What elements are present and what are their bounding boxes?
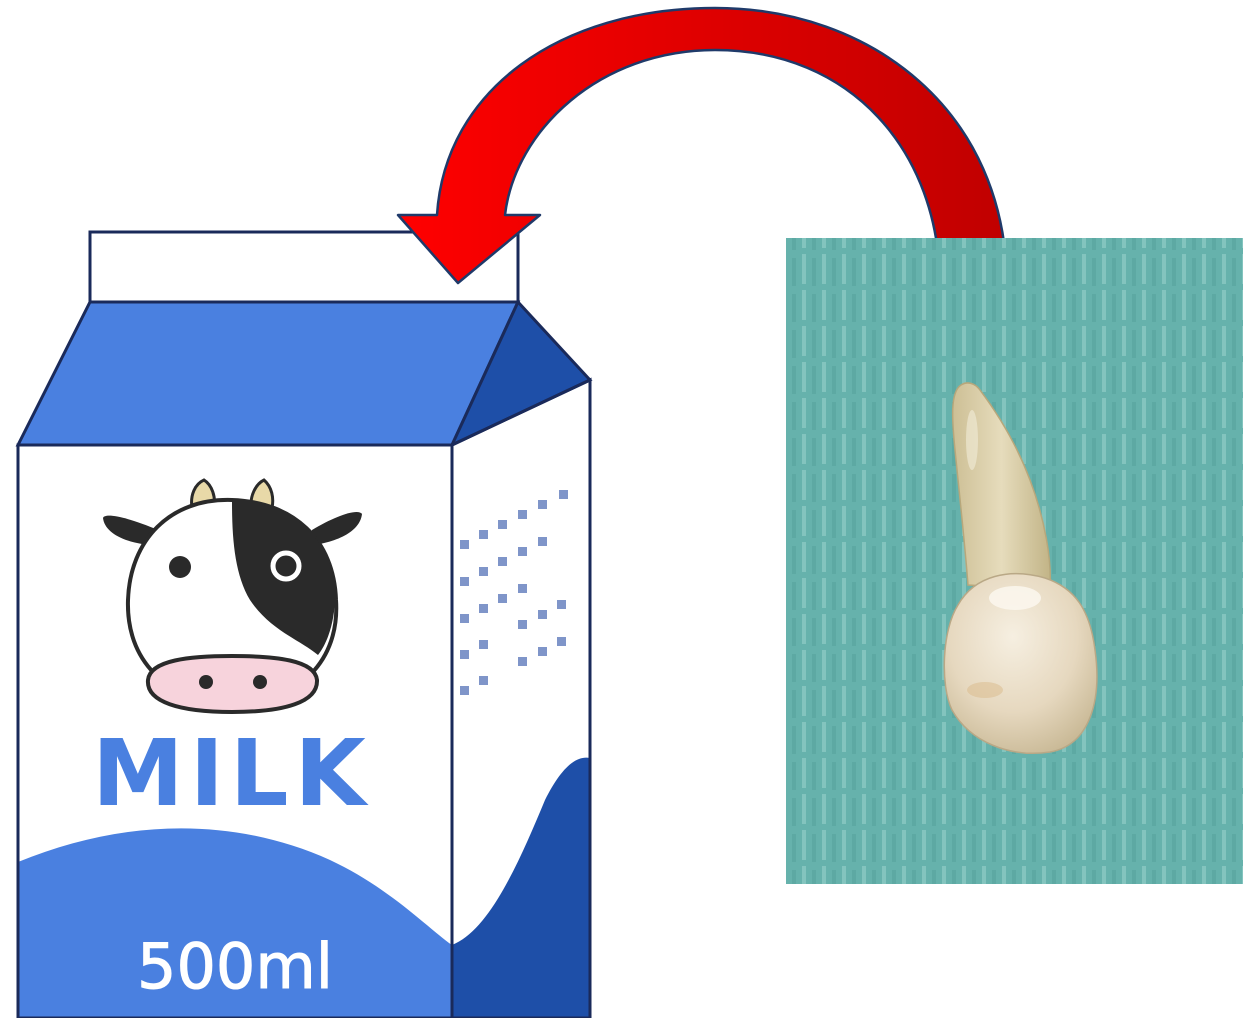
carton-brand-text: MILK: [92, 720, 372, 827]
tooth-highlight: [989, 586, 1041, 610]
cow-right-nostril: [253, 675, 267, 689]
carton-roof-front: [18, 302, 518, 445]
tooth-photo: [786, 238, 1243, 884]
cow-nose: [148, 656, 317, 712]
cow-right-eye: [273, 553, 299, 579]
cow-left-eye: [169, 556, 191, 578]
cow-left-nostril: [199, 675, 213, 689]
carton-volume-text: 500ml: [137, 930, 333, 1003]
